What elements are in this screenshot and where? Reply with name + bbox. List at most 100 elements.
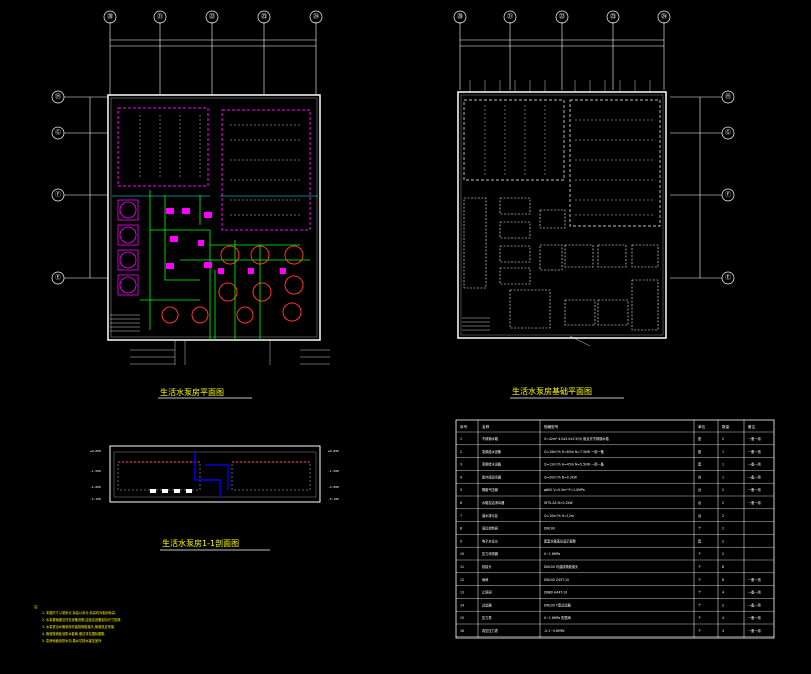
table-cell: 软接头 <box>482 564 492 569</box>
table-header-cell: 单位 <box>698 424 706 429</box>
table-cell: -0.1~0.6MPa <box>544 629 564 633</box>
axis-label: Ⓕ <box>725 191 731 199</box>
axis-bubble-col-1: ⑳ <box>453 10 467 24</box>
axis-label: ⑳ <box>107 13 113 21</box>
table-cell: 台 <box>698 500 701 505</box>
table-cell: 一备一用 <box>748 577 761 582</box>
table-cell: 水箱自洁消毒器 <box>482 500 505 505</box>
table-cell: 4 <box>722 616 724 620</box>
axis-label: ㉑ <box>157 13 163 21</box>
table-cell: 一备一用 <box>748 474 761 479</box>
table-cell: 5 <box>460 488 462 492</box>
axis-label: Ⓔ <box>55 274 61 282</box>
table-cell: 一备一用 <box>748 462 761 467</box>
table-cell: 13 <box>460 591 464 595</box>
level-label: ±0.000 <box>90 449 101 453</box>
table-cell: 台 <box>698 513 701 518</box>
axis-label: ㉓ <box>610 13 616 21</box>
plan-axis-grid <box>64 22 317 279</box>
table-cell: 过滤器 <box>482 602 492 607</box>
table-cell: DN100 Y型过滤器 <box>544 602 571 607</box>
table-cell: 套 <box>698 538 702 543</box>
axis-bubble-col-3: ㉒ <box>555 10 569 24</box>
axis-label: Ⓖ <box>55 129 61 137</box>
pump-room-plan <box>107 94 330 365</box>
table-cell: 一备一用 <box>748 628 761 633</box>
table-cell: 个 <box>698 603 702 607</box>
table-cell: 压力传感器 <box>482 551 499 556</box>
note-line: 1. 本图尺寸以毫米计,标高以米计,标高均为相对标高. <box>42 610 116 615</box>
table-cell: 套 <box>698 449 702 454</box>
table-cell: 变频给水设备 <box>482 449 502 454</box>
table-cell: 16 <box>460 629 464 633</box>
table-cell: 潜水排污泵 <box>482 513 499 518</box>
table-cell: 11 <box>460 565 464 569</box>
table-header-cell: 数量 <box>722 424 730 429</box>
table-cell: 4 <box>722 591 724 595</box>
axis-label: ㉓ <box>261 13 267 21</box>
table-cell: 压力表 <box>482 615 492 620</box>
table-cell: V=42m³ 4.0x3.0x3.5(H) 组合式不锈钢水箱 <box>544 436 609 441</box>
foundation-plan <box>457 80 667 347</box>
table-cell: 电子水位仪 <box>482 538 499 543</box>
table-cell: 2 <box>722 514 724 518</box>
table-header-cell: 名称 <box>482 424 490 429</box>
table-cell: Q=10m³/h H=12m <box>544 514 574 518</box>
table-cell: 一备一用 <box>748 602 761 607</box>
table-cell: 15 <box>460 616 464 620</box>
note-line: 5. 泵房地面设排水沟,集水坑排水接至室外. <box>42 638 102 643</box>
axis-label: ⑳ <box>457 13 463 21</box>
axis-bubble-row-2: Ⓖ <box>721 126 735 140</box>
axis-bubble-row-1: Ⓗ <box>721 90 735 104</box>
axis-bubble-col-5: ㉔ <box>657 10 671 24</box>
table-cell: 1 <box>722 475 724 479</box>
axis-bubble-row-4: Ⓔ <box>721 271 735 285</box>
table-cell: 7 <box>460 514 462 518</box>
table-cell: 紫外线消毒器 <box>482 474 502 479</box>
table-cell: Q=12m³/h H=45m N=5.5kW 一用一备 <box>544 462 605 467</box>
table-cell: 4 <box>722 629 724 633</box>
table-cell: 个 <box>698 629 702 633</box>
general-notes: 注: 1. 本图尺寸以毫米计,标高以米计,标高均为相对标高. 2. 水泵基础做法… <box>34 604 121 643</box>
table-cell: 一备一用 <box>748 487 761 492</box>
table-cell: 一备一用 <box>748 436 761 441</box>
table-cell: 8 <box>460 527 462 531</box>
table-cell: Q=18m³/h H=65m N=7.5kW 一用一备 <box>544 449 605 454</box>
table-cell: DN100 可曲挠橡胶接头 <box>544 564 579 569</box>
table-cell: DN100 Z45T-10 <box>544 578 569 582</box>
table-cell: 个 <box>698 616 702 620</box>
axis-bubble-row-3: Ⓕ <box>51 188 65 202</box>
water-tank-1 <box>117 107 209 187</box>
axis-label: ㉔ <box>313 13 319 21</box>
table-cell: 2 <box>460 450 462 454</box>
table-cell: 0~1.6MPa 配表阀 <box>544 615 571 620</box>
axis-bubble-col-5: ㉔ <box>309 10 323 24</box>
table-cell: 台 <box>698 487 701 492</box>
axis-bubble-col-2: ㉑ <box>503 10 517 24</box>
table-cell: 14 <box>460 603 464 607</box>
table-cell: φ800 V=0.5m³ P=1.0MPa <box>544 488 585 492</box>
axis-label: Ⓗ <box>55 93 61 101</box>
table-cell: 闸阀 <box>482 577 488 582</box>
table-cell: 一备一用 <box>748 500 761 505</box>
table-cell: 2 <box>722 488 724 492</box>
axis-bubble-col-2: ㉑ <box>153 10 167 24</box>
axis-bubble-row-1: Ⓗ <box>51 90 65 104</box>
axis-bubble-col-4: ㉓ <box>606 10 620 24</box>
water-tank-2 <box>221 109 311 231</box>
table-cell: 个 <box>698 552 702 556</box>
table-cell: 个 <box>698 591 702 595</box>
level-label: -1.500 <box>328 469 339 473</box>
table-cell: 液位控制阀 <box>482 526 498 531</box>
